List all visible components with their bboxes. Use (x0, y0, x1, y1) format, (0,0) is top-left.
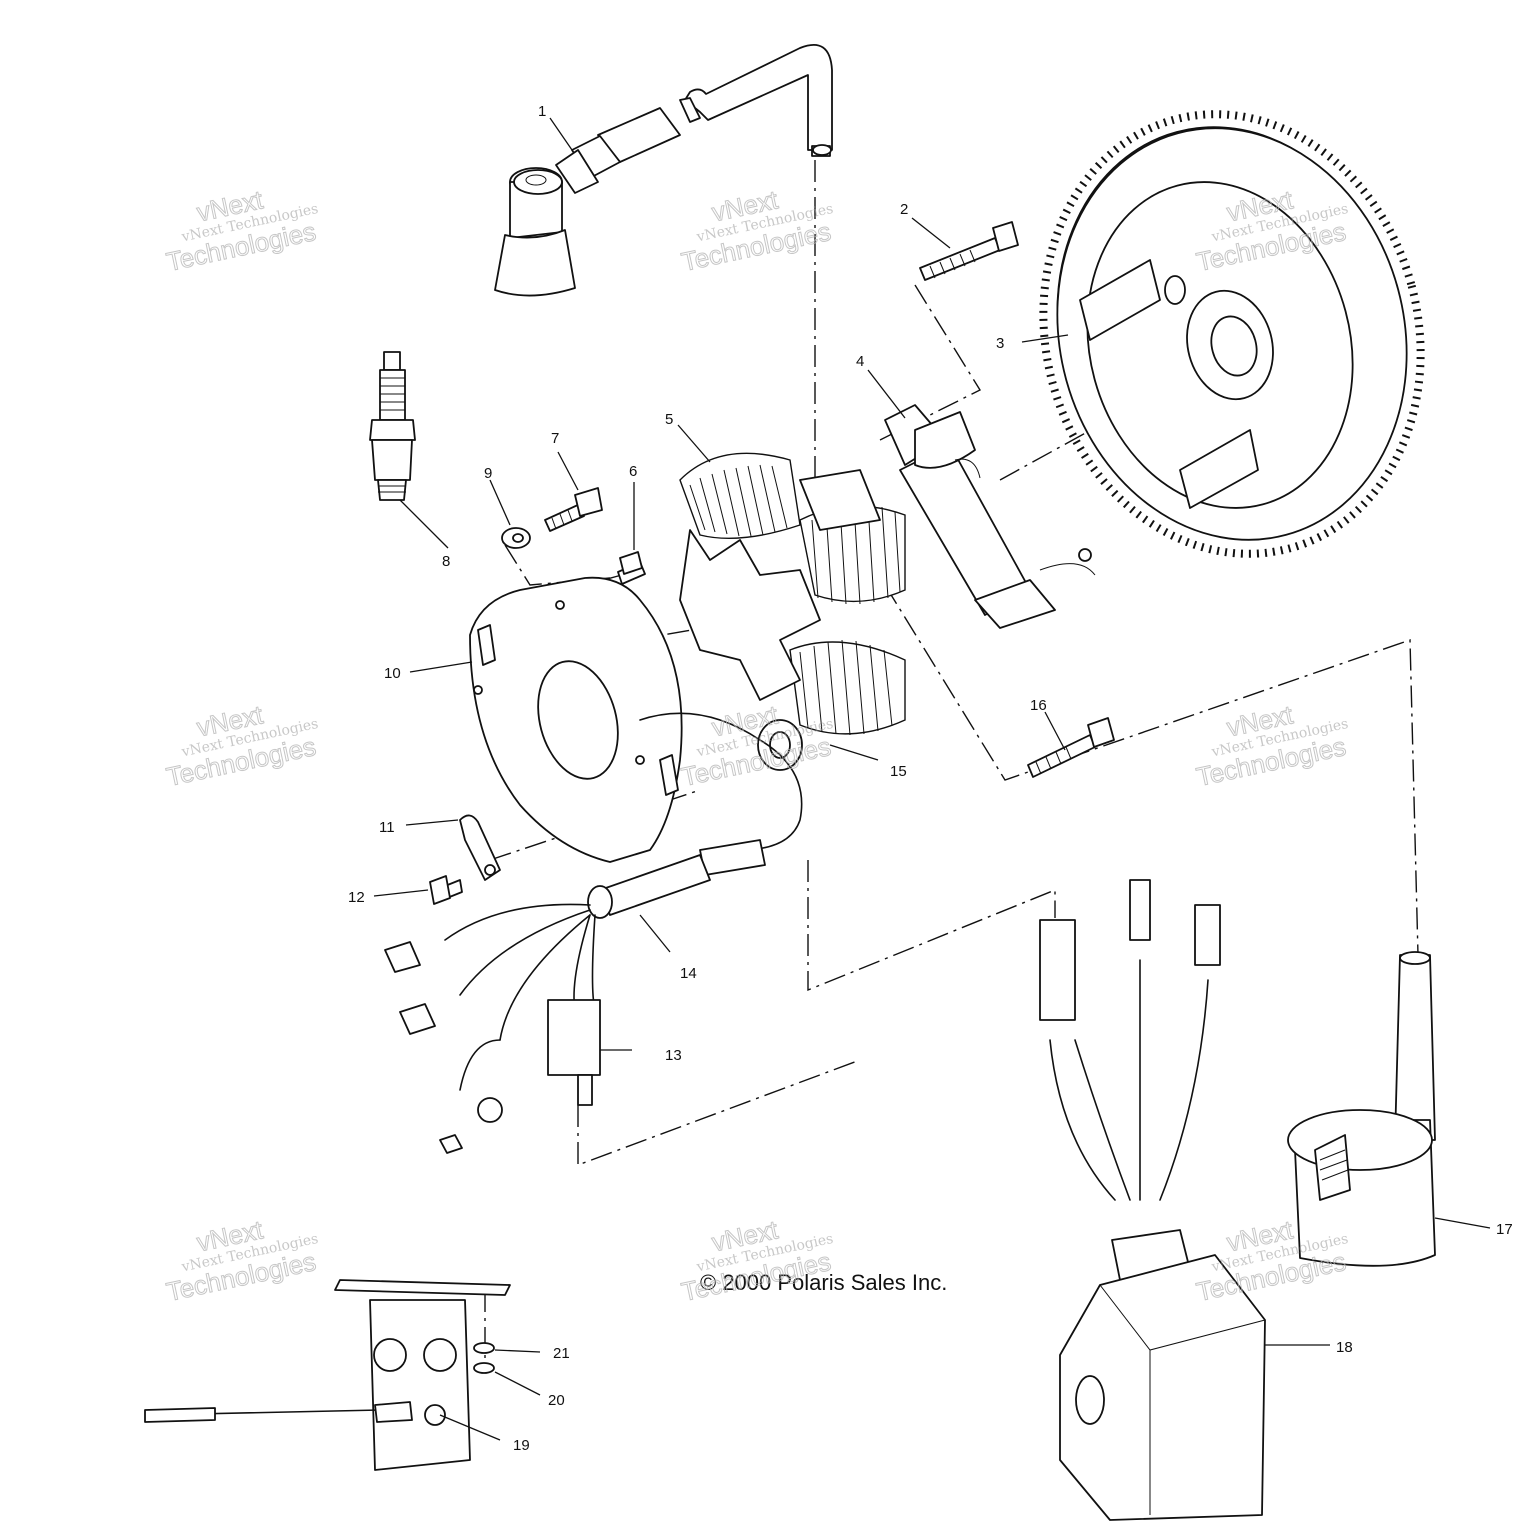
stator-screw-7 (544, 487, 603, 532)
stator-coils (679, 452, 906, 736)
callout-6: 6 (629, 463, 637, 480)
callout-numbers: 1 2 3 4 5 6 7 8 9 10 11 12 13 14 15 16 1… (348, 103, 1513, 1454)
callout-13: 13 (665, 1047, 682, 1064)
callout-7: 7 (551, 430, 559, 447)
spark-plug-cap (494, 43, 833, 297)
callout-11: 11 (379, 819, 395, 836)
callout-4: 4 (856, 353, 864, 370)
wire-harness (384, 712, 803, 1154)
callout-3: 3 (996, 335, 1004, 352)
flywheel (1039, 110, 1425, 558)
stator-bolt-16 (1027, 717, 1115, 778)
watermark: vNext vNext Technologies Technologies (163, 184, 320, 278)
callout-1: 1 (538, 103, 546, 120)
clamp-screw-12 (429, 875, 463, 905)
wire-clamp-11 (459, 814, 501, 881)
washer-9 (501, 527, 531, 549)
callout-16: 16 (1030, 697, 1047, 714)
callout-14: 14 (680, 965, 697, 982)
callout-10: 10 (384, 665, 401, 682)
callout-9: 9 (484, 465, 492, 482)
stator-base-plate (469, 576, 683, 863)
callout-8: 8 (442, 553, 450, 570)
pulser-coil (884, 404, 1096, 629)
watermark: vNext vNext Technologies Technologies (678, 184, 835, 278)
cdi-box (1039, 879, 1266, 1521)
callout-5: 5 (665, 411, 673, 428)
callout-20: 20 (548, 1392, 565, 1409)
watermark: vNext vNext Technologies Technologies (1193, 699, 1350, 793)
watermark: vNext vNext Technologies Technologies (163, 1214, 320, 1308)
callout-15: 15 (890, 763, 907, 780)
spark-plug (369, 351, 416, 501)
voltage-regulator (144, 1279, 511, 1471)
callout-19: 19 (513, 1437, 530, 1454)
watermark: vNext vNext Technologies Technologies (163, 699, 320, 793)
callout-17: 17 (1496, 1221, 1513, 1238)
leader-lines (373, 117, 1491, 1441)
callout-2: 2 (900, 201, 908, 218)
callout-21: 21 (553, 1345, 570, 1362)
ignition-coil (1287, 951, 1436, 1267)
copyright-notice: © 2000 Polaris Sales Inc. (700, 1270, 947, 1295)
stator-screw-6 (617, 551, 646, 585)
callout-12: 12 (348, 889, 365, 906)
flywheel-bolt (919, 221, 1019, 281)
callout-18: 18 (1336, 1339, 1353, 1356)
